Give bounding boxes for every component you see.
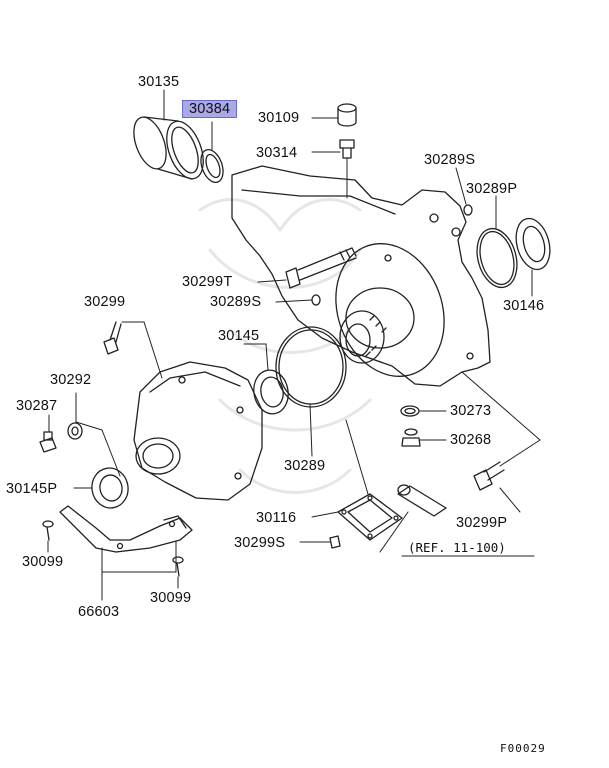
callout-30099-left[interactable]: 30099 xyxy=(22,554,64,570)
plug-30268 xyxy=(401,428,421,447)
leader-lines xyxy=(47,89,541,601)
gasket-30116 xyxy=(337,493,403,541)
callout-30289P[interactable]: 30289P xyxy=(466,181,518,197)
bolt-30099-left xyxy=(42,520,54,541)
seal-30145P xyxy=(91,467,129,509)
callout-30289[interactable]: 30289 xyxy=(284,458,326,474)
callout-30273[interactable]: 30273 xyxy=(450,403,492,419)
bracket-66603 xyxy=(59,505,193,553)
watermark-emblem xyxy=(198,198,372,494)
callout-30268[interactable]: 30268 xyxy=(450,432,492,448)
callout-30146[interactable]: 30146 xyxy=(503,298,545,314)
callout-30314[interactable]: 30314 xyxy=(256,145,298,161)
bolt-30299P xyxy=(473,461,505,491)
callout-30287[interactable]: 30287 xyxy=(16,398,58,414)
plug-30314 xyxy=(339,139,355,159)
callout-30384-highlighted[interactable]: 30384 xyxy=(182,100,238,118)
callout-30289S-top[interactable]: 30289S xyxy=(424,152,476,168)
callout-30299P[interactable]: 30299P xyxy=(456,515,508,531)
o-ring-30289P xyxy=(476,227,518,289)
callout-30292[interactable]: 30292 xyxy=(50,372,92,388)
ring-30289S-top xyxy=(463,204,473,216)
callout-30109[interactable]: 30109 xyxy=(258,110,300,126)
callout-30299[interactable]: 30299 xyxy=(84,294,126,310)
transfer-case-housing xyxy=(231,165,491,387)
bolt-30299 xyxy=(103,321,122,355)
callout-30145P[interactable]: 30145P xyxy=(6,481,58,497)
bolt-30099-right xyxy=(172,556,184,577)
seal-30145 xyxy=(253,369,289,415)
ring-30289S-mid xyxy=(311,294,321,306)
washer-30273 xyxy=(400,405,420,417)
o-ring-30289 xyxy=(275,326,347,408)
callout-30289S-mid[interactable]: 30289S xyxy=(210,294,262,310)
callout-30299T[interactable]: 30299T xyxy=(182,274,233,290)
bolt-30299S xyxy=(329,535,341,549)
seal-30146 xyxy=(515,217,551,271)
case-cover-left xyxy=(133,361,263,501)
plug-30287 xyxy=(39,431,57,453)
callout-30135[interactable]: 30135 xyxy=(138,74,180,90)
cap-30109 xyxy=(337,103,357,127)
reference-note: (REF. 11-100) xyxy=(408,540,506,555)
ref-part-shape xyxy=(397,484,447,517)
bolt-30299T xyxy=(285,247,357,289)
callout-30299S[interactable]: 30299S xyxy=(234,535,286,551)
callout-30099-right[interactable]: 30099 xyxy=(150,590,192,606)
washer-30292 xyxy=(67,422,83,440)
figure-code: F00029 xyxy=(500,742,546,755)
sleeve-30135 xyxy=(133,116,204,180)
callout-30145[interactable]: 30145 xyxy=(218,328,260,344)
seal-30384 xyxy=(200,149,224,183)
callout-30116[interactable]: 30116 xyxy=(256,510,297,526)
callout-66603[interactable]: 66603 xyxy=(78,604,120,620)
